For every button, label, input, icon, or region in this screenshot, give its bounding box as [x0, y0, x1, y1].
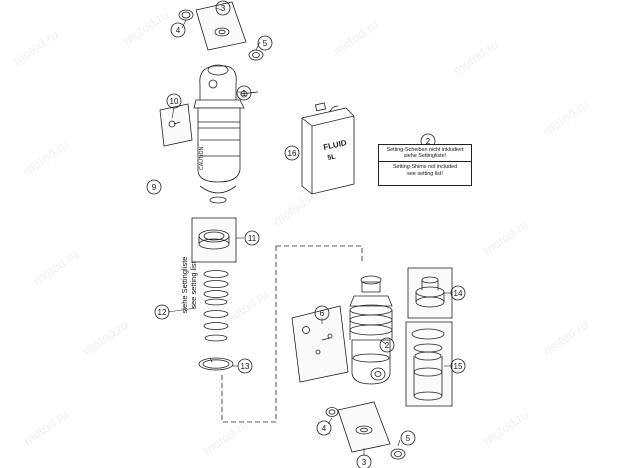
callout-3a	[215, 0, 231, 16]
callout-label: 14	[454, 289, 463, 298]
callout-numbers: 1 2 2 3 3 4 4 5 5 6 9 10 11 12 13 14 15 …	[152, 4, 463, 467]
compression-adjuster-kit	[291, 305, 349, 383]
setting-list-de: siehe Settingliste	[180, 256, 189, 314]
callout-label: 4	[176, 26, 181, 35]
note-en-line2: see setting list!	[407, 170, 443, 177]
adjuster-kit	[159, 103, 193, 147]
callout-5a	[257, 35, 273, 51]
callout-12	[154, 304, 170, 320]
callout-4a	[170, 22, 186, 38]
callout-label: 12	[158, 308, 167, 317]
shock-absorber-body	[193, 64, 259, 204]
callout-label: 2	[426, 137, 431, 146]
callout-circles	[146, 0, 466, 468]
callout-11	[244, 230, 260, 246]
callout-14	[450, 285, 466, 301]
callout-label: 2	[385, 341, 390, 350]
note-divider	[379, 161, 471, 163]
callout-label: 16	[288, 149, 297, 158]
reservoir-kit	[405, 321, 453, 407]
callout-6	[314, 305, 330, 321]
fluid-can	[301, 102, 355, 195]
note-de-line1: Setting-Scheiben nicht inkludiert	[386, 147, 464, 153]
note-de-line2: siehe Settingliste!	[403, 153, 447, 160]
callout-10	[166, 93, 182, 109]
callout-label: 1	[242, 89, 247, 98]
setting-shims-note: Setting-Scheiben nicht inkludiert siehe …	[378, 144, 472, 186]
callout-9	[146, 179, 162, 195]
callout-label: 10	[170, 97, 179, 106]
callout-2b	[379, 337, 395, 353]
setting-list-en: see setting list	[189, 261, 198, 309]
callout-label: 6	[320, 309, 325, 318]
caution-label: CAUTION	[199, 146, 205, 170]
spring-seat-kit	[191, 217, 237, 263]
seal-kit-bottom	[325, 401, 406, 460]
setting-shims	[203, 270, 229, 342]
callout-label: 13	[241, 362, 250, 371]
callout-3b	[356, 454, 372, 468]
callout-label: 15	[454, 362, 463, 371]
callout-label: 3	[221, 4, 226, 13]
callout-1	[236, 85, 252, 101]
callout-13	[237, 358, 253, 374]
note-en-line1: Setting-Shims not included	[392, 164, 458, 171]
assembly-dashed-line	[221, 245, 363, 423]
callout-4b	[316, 420, 332, 436]
seal-kit-top	[178, 1, 264, 61]
callout-5b	[400, 430, 416, 446]
callout-label: 3	[362, 458, 367, 467]
callout-16	[284, 145, 300, 161]
callout-label: 4	[322, 424, 327, 433]
callout-label: 5	[406, 434, 411, 443]
setting-list-label: siehe Settingliste see setting list	[180, 240, 220, 330]
retaining-ring	[198, 357, 234, 371]
damper-cartridge	[349, 275, 393, 385]
callout-label: 9	[152, 183, 157, 192]
callout-label: 11	[248, 234, 257, 243]
callout-label: 5	[263, 39, 268, 48]
callout-15	[450, 358, 466, 374]
fluid-can-volume: 5L	[327, 153, 337, 162]
